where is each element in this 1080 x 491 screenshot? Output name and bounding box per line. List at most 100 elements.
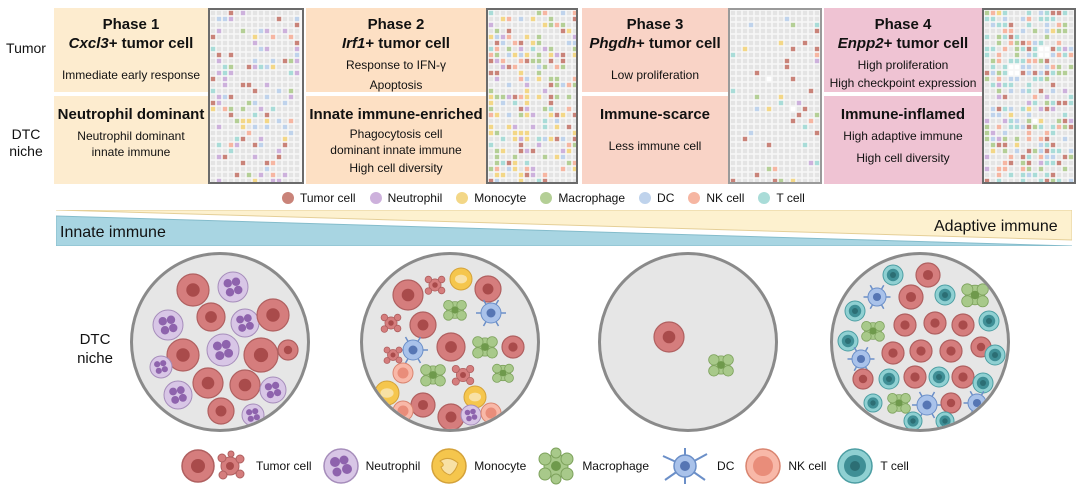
grid-spot	[748, 22, 754, 28]
grid-spot	[784, 166, 790, 172]
grid-spot	[246, 112, 252, 118]
grid-spot	[790, 82, 796, 88]
grid-spot	[210, 64, 216, 70]
grid-spot	[796, 70, 802, 76]
grid-spot	[294, 16, 300, 22]
grid-spot	[1050, 76, 1056, 82]
grid-spot	[1062, 58, 1068, 64]
grid-spot	[1026, 34, 1032, 40]
grid-spot	[252, 160, 258, 166]
grid-spot	[524, 64, 530, 70]
dc-cell	[398, 336, 428, 364]
grid-spot	[494, 112, 500, 118]
grid-spot	[1038, 172, 1044, 178]
grid-spot	[1002, 22, 1008, 28]
grid-spot	[566, 106, 572, 112]
grid-spot	[1008, 34, 1014, 40]
grid-spot	[282, 142, 288, 148]
grid-spot	[276, 136, 282, 142]
grid-spot	[506, 160, 512, 166]
grid-spot	[1026, 88, 1032, 94]
grid-spot	[802, 22, 808, 28]
grid-spot	[572, 124, 576, 130]
grid-spot	[294, 40, 300, 46]
grid-spot	[772, 52, 778, 58]
grid-spot	[560, 28, 566, 34]
grid-spot	[1008, 172, 1014, 178]
grid-spot	[996, 112, 1002, 118]
grid-spot	[512, 118, 518, 124]
grid-spot	[276, 172, 282, 178]
grid-spot	[264, 178, 270, 182]
grid-spot	[808, 34, 814, 40]
grid-spot	[766, 70, 772, 76]
grid-spot	[240, 70, 246, 76]
grid-spot	[566, 148, 572, 154]
grid-spot	[1050, 34, 1056, 40]
grid-spot	[536, 76, 542, 82]
grid-spot	[554, 154, 560, 160]
grid-spot	[560, 64, 566, 70]
dc-cell	[912, 391, 942, 419]
grid-spot	[494, 166, 500, 172]
grid-spot	[572, 28, 576, 34]
grid-spot	[730, 58, 736, 64]
grid-spot	[790, 10, 796, 16]
grid-spot	[748, 112, 754, 118]
grid-spot	[246, 64, 252, 70]
grid-spot	[1026, 178, 1032, 182]
grid-spot	[1002, 178, 1008, 182]
grid-spot	[1020, 106, 1026, 112]
grid-spot	[228, 94, 234, 100]
grid-spot	[1014, 106, 1020, 112]
grid-spot	[572, 106, 576, 112]
tcell-cell	[844, 300, 866, 322]
grid-spot	[1068, 106, 1074, 112]
grid-spot	[1056, 88, 1062, 94]
grid-spot	[572, 70, 576, 76]
grid-spot	[1014, 52, 1020, 58]
grid-spot	[494, 34, 500, 40]
grid-spot	[518, 34, 524, 40]
grid-spot	[772, 76, 778, 82]
grid-spot	[228, 154, 234, 160]
grid-spot	[572, 52, 576, 58]
grid-spot	[754, 94, 760, 100]
grid-spot	[1026, 142, 1032, 148]
grid-spot	[494, 130, 500, 136]
grid-spot	[1062, 64, 1068, 70]
grid-spot	[524, 106, 530, 112]
grid-spot	[778, 112, 784, 118]
grid-spot	[536, 10, 542, 16]
grid-spot	[730, 118, 736, 124]
grid-spot	[796, 160, 802, 166]
grid-spot	[506, 106, 512, 112]
grid-spot	[984, 76, 990, 82]
grid-spot	[566, 10, 572, 16]
grid-spot	[228, 34, 234, 40]
grid-spot	[1008, 148, 1014, 154]
grid-spot	[772, 118, 778, 124]
grid-spot	[1068, 52, 1074, 58]
grid-spot	[990, 136, 996, 142]
grid-spot	[808, 166, 814, 172]
grid-spot	[488, 112, 494, 118]
grid-spot	[1068, 94, 1074, 100]
grid-spot	[1014, 70, 1020, 76]
neutrophil-cell	[259, 376, 287, 404]
grid-spot	[1008, 10, 1014, 16]
grid-spot	[518, 178, 524, 182]
grid-spot	[984, 154, 990, 160]
grid-spot	[494, 16, 500, 22]
grid-spot	[984, 22, 990, 28]
grid-spot	[736, 52, 742, 58]
grid-spot	[240, 40, 246, 46]
phase-4-niche: Immune-inflamed High adaptive immune Hig…	[824, 96, 982, 184]
grid-spot	[1044, 64, 1050, 70]
grid-spot	[258, 178, 264, 182]
tcell-cell	[934, 284, 956, 306]
grid-spot	[1056, 172, 1062, 178]
grid-spot	[772, 154, 778, 160]
grid-spot	[542, 76, 548, 82]
grid-spot	[996, 154, 1002, 160]
